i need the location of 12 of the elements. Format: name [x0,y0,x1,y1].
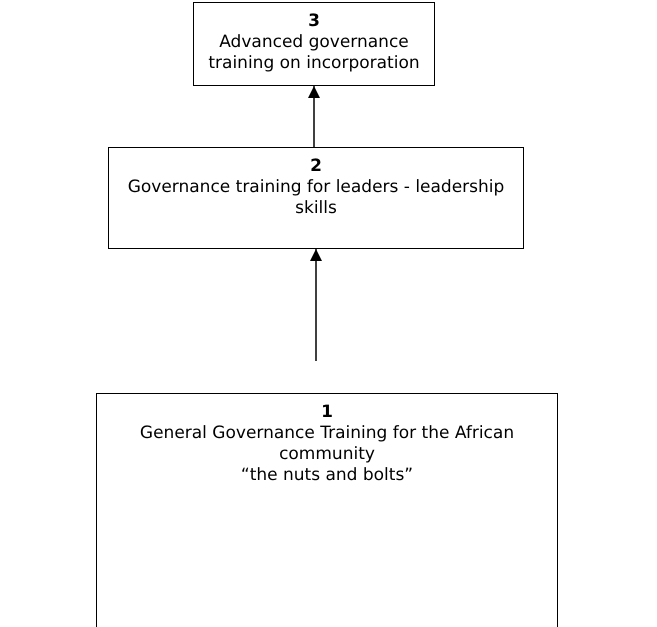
step-description: Governance training for leaders - leadership skills [126,177,506,219]
process-box [193,2,435,86]
step-description: Advanced governance training on incorporation [207,32,421,74]
step-number: 2 [310,156,322,177]
arrow [308,86,320,147]
step-description: General Governance Training for the African community [138,423,516,465]
process-box [108,147,524,249]
arrow [310,249,322,361]
step-description: “the nuts and bolts” [240,465,414,486]
step-number: 1 [321,402,333,423]
process-box [96,393,558,627]
step-number: 3 [308,11,320,32]
